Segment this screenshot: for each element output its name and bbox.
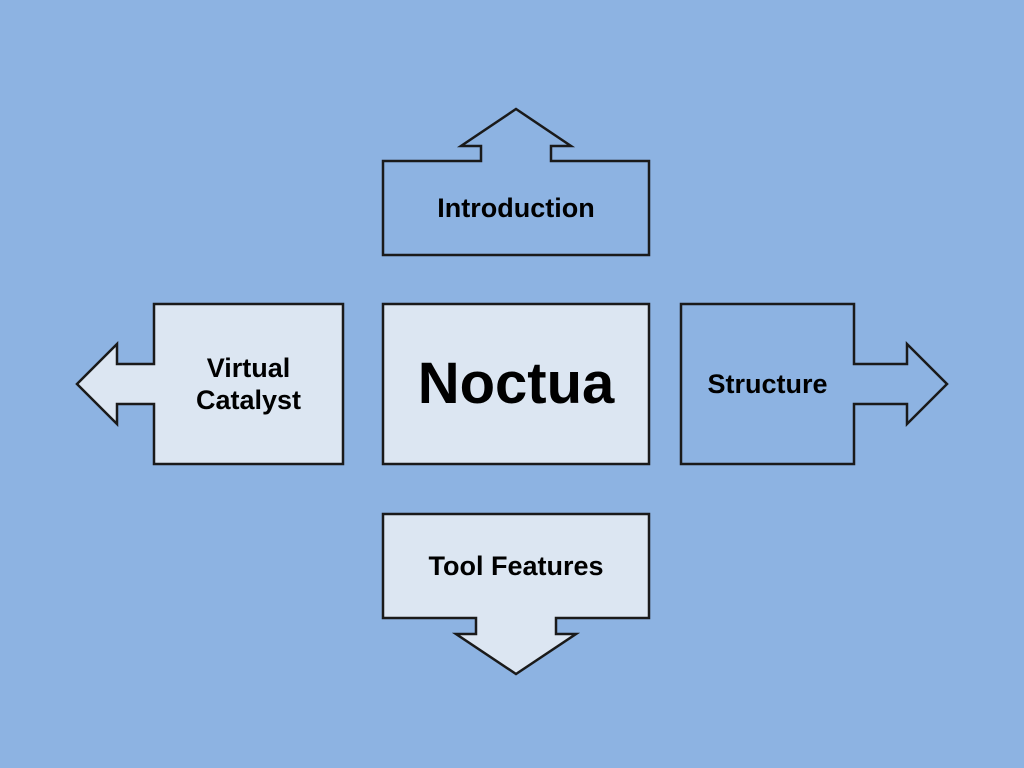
noctua-center-box [381,302,651,466]
tool-features-label: Tool Features [383,514,649,618]
tool-features-callout-shape [381,512,651,676]
structure-label: Structure [681,304,854,464]
introduction-text: Introduction [437,192,595,223]
tool-features-text: Tool Features [428,550,604,581]
structure-callout-shape [679,302,949,466]
introduction-label: Introduction [383,161,649,255]
virtual-catalyst-label: Virtual Catalyst [154,304,343,464]
virtual-catalyst-line-1: Virtual [206,352,291,383]
introduction-callout-shape [381,107,651,257]
virtual-catalyst-line-2: Catalyst [195,385,302,415]
noctua-label: Noctua [383,304,649,464]
noctua-text: Noctua [417,351,615,417]
virtual-catalyst-callout-shape [75,302,345,466]
structure-text: Structure [707,368,828,399]
